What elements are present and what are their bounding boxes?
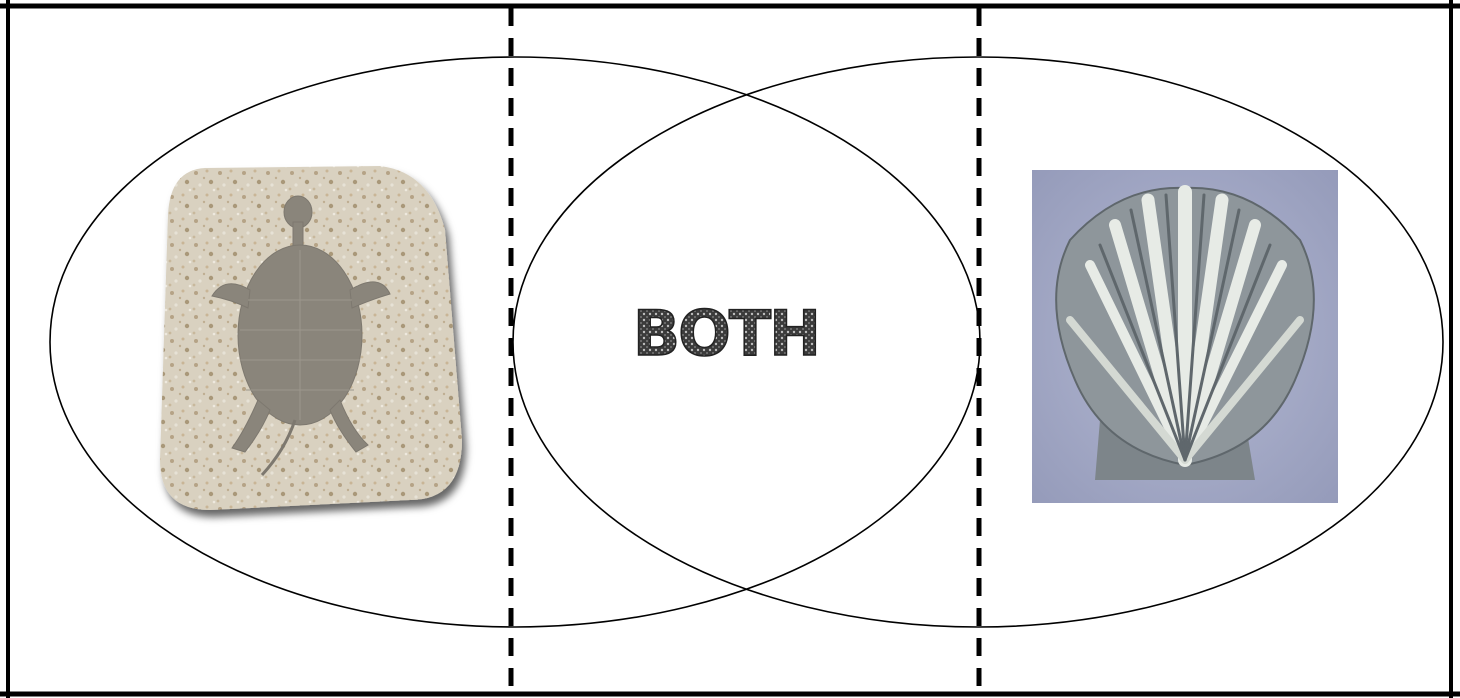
turtle-fossil-image xyxy=(160,166,462,510)
both-label: BOTH xyxy=(633,297,819,370)
scallop-shell-image xyxy=(1032,170,1338,503)
